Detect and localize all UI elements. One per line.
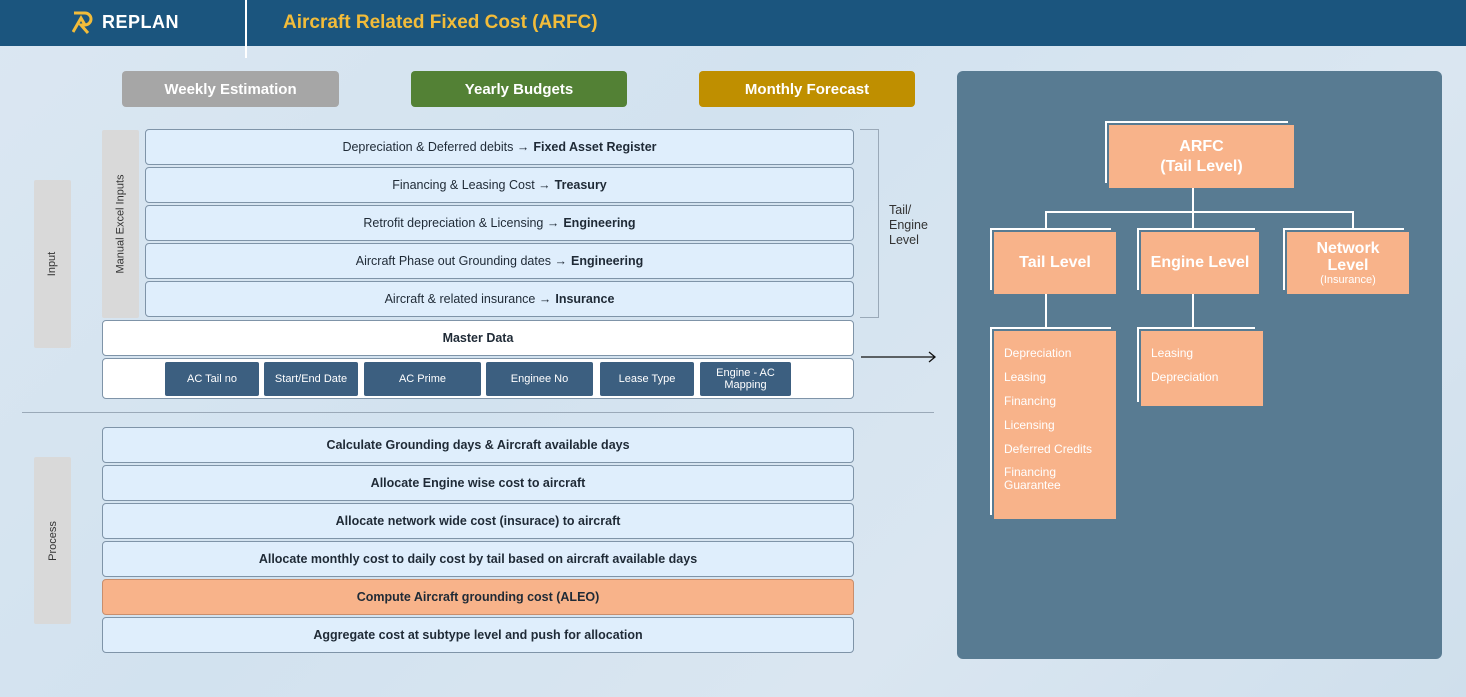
input-section-label: Input xyxy=(34,180,71,348)
manual-label-text: Manual Excel Inputs xyxy=(114,174,127,274)
page-title: Aircraft Related Fixed Cost (ARFC) xyxy=(283,12,598,33)
cost-item: Leasing xyxy=(1004,370,1047,384)
arrow-right-icon xyxy=(861,351,937,363)
node-outline xyxy=(1283,228,1404,290)
cost-item: Financing Guarantee xyxy=(1004,465,1061,492)
process-step: Allocate network wide cost (insurace) to… xyxy=(102,503,854,539)
connector-line xyxy=(1045,211,1354,213)
input-row: Depreciation & Deferred debits →Fixed As… xyxy=(145,129,854,165)
bracket-label-line: Level xyxy=(889,233,919,247)
input-row-text: Depreciation & Deferred debits → xyxy=(342,140,530,154)
connector-line xyxy=(1352,211,1354,229)
cost-item: Financing xyxy=(1004,394,1057,408)
input-row-source: Engineering xyxy=(571,254,644,268)
process-label-text: Process xyxy=(46,520,59,561)
process-section-label: Process xyxy=(34,457,71,624)
input-row: Aircraft Phase out Grounding dates → Engi… xyxy=(145,243,854,279)
root-node-title: ARFC xyxy=(1179,137,1224,155)
mode-yearly-budgets[interactable]: Yearly Budgets xyxy=(411,71,627,107)
level-node-title: Network Level xyxy=(1316,240,1380,274)
level-node-tail: Tail Level xyxy=(994,232,1116,294)
app-header: REPLAN Aircraft Related Fixed Cost (ARFC… xyxy=(0,0,1466,58)
input-row-text: Aircraft Phase out Grounding dates → xyxy=(355,254,567,268)
connector-line xyxy=(1192,294,1194,328)
node-outline xyxy=(990,327,1111,515)
arfc-hierarchy-panel: ARFC (Tail Level) Tail Level Engine Leve… xyxy=(957,71,1442,659)
master-field-chip: AC Prime xyxy=(364,362,481,396)
tail-level-items: Depreciation Leasing Financing Licensing… xyxy=(994,331,1116,519)
connector-line xyxy=(1192,211,1194,229)
tail-engine-level-label: Tail/ Engine Level xyxy=(889,203,928,248)
replan-logo-icon xyxy=(72,11,93,34)
level-node-network: Network Level (Insurance) xyxy=(1287,232,1409,294)
process-step: Aggregate cost at subtype level and push… xyxy=(102,617,854,653)
mode-monthly-forecast[interactable]: Monthly Forecast xyxy=(699,71,915,107)
section-divider xyxy=(22,412,934,413)
header-divider xyxy=(245,0,247,58)
mode-weekly-estimation[interactable]: Weekly Estimation xyxy=(122,71,339,107)
input-row-text: Financing & Leasing Cost → xyxy=(392,178,551,192)
root-node-subtitle: (Tail Level) xyxy=(1160,157,1243,175)
input-row-text: Retrofit depreciation & Licensing → xyxy=(363,216,560,230)
level-node-subtitle: (Insurance) xyxy=(1320,274,1376,286)
node-outline xyxy=(1137,228,1255,290)
input-row-source: Insurance xyxy=(555,292,615,306)
process-step-highlighted: Compute Aircraft grounding cost (ALEO) xyxy=(102,579,854,615)
tail-engine-bracket xyxy=(860,129,879,318)
input-label-text: Input xyxy=(46,251,59,277)
input-row: Financing & Leasing Cost →Treasury xyxy=(145,167,854,203)
level-node-title: Tail Level xyxy=(1019,254,1091,271)
master-field-chip: Enginee No xyxy=(486,362,593,396)
manual-excel-inputs-label: Manual Excel Inputs xyxy=(102,130,139,318)
master-field-chip: AC Tail no xyxy=(165,362,259,396)
input-row-source: Treasury xyxy=(554,178,607,192)
connector-line xyxy=(1192,188,1194,213)
master-data-header: Master Data xyxy=(102,320,854,356)
input-row: Aircraft & related insurance →Insurance xyxy=(145,281,854,317)
root-node-arfc: ARFC (Tail Level) xyxy=(1109,125,1294,188)
process-step: Calculate Grounding days & Aircraft avai… xyxy=(102,427,854,463)
master-field-chip: Engine - AC Mapping xyxy=(700,362,791,396)
connector-line xyxy=(1045,294,1047,328)
bracket-label-line: Tail/ xyxy=(889,203,912,217)
input-row: Retrofit depreciation & Licensing →Engin… xyxy=(145,205,854,241)
node-outline xyxy=(1137,327,1255,402)
level-node-engine: Engine Level xyxy=(1141,232,1259,294)
cost-item: Depreciation xyxy=(1151,370,1219,384)
level-node-title: Engine Level xyxy=(1150,254,1250,271)
brand-logo[interactable]: REPLAN xyxy=(72,10,179,34)
input-row-source: Engineering xyxy=(563,216,636,230)
process-step: Allocate Engine wise cost to aircraft xyxy=(102,465,854,501)
master-field-chip: Start/End Date xyxy=(264,362,358,396)
input-row-text: Aircraft & related insurance → xyxy=(384,292,552,306)
brand-name: REPLAN xyxy=(102,11,180,32)
connector-line xyxy=(1045,211,1047,229)
node-outline xyxy=(990,228,1111,290)
master-data-fields: AC Tail no Start/End Date AC Prime Engin… xyxy=(102,358,854,399)
cost-item: Licensing xyxy=(1004,418,1055,432)
bracket-label-line: Engine xyxy=(889,218,928,232)
input-row-source: Fixed Asset Register xyxy=(533,140,657,154)
cost-item: Leasing xyxy=(1151,346,1194,360)
cost-item: Deferred Credits xyxy=(1004,442,1093,456)
engine-level-items: Leasing Depreciation xyxy=(1141,331,1263,406)
master-field-chip: Lease Type xyxy=(600,362,694,396)
node-outline xyxy=(1105,121,1288,183)
cost-item: Depreciation xyxy=(1004,346,1072,360)
process-step: Allocate monthly cost to daily cost by t… xyxy=(102,541,854,577)
